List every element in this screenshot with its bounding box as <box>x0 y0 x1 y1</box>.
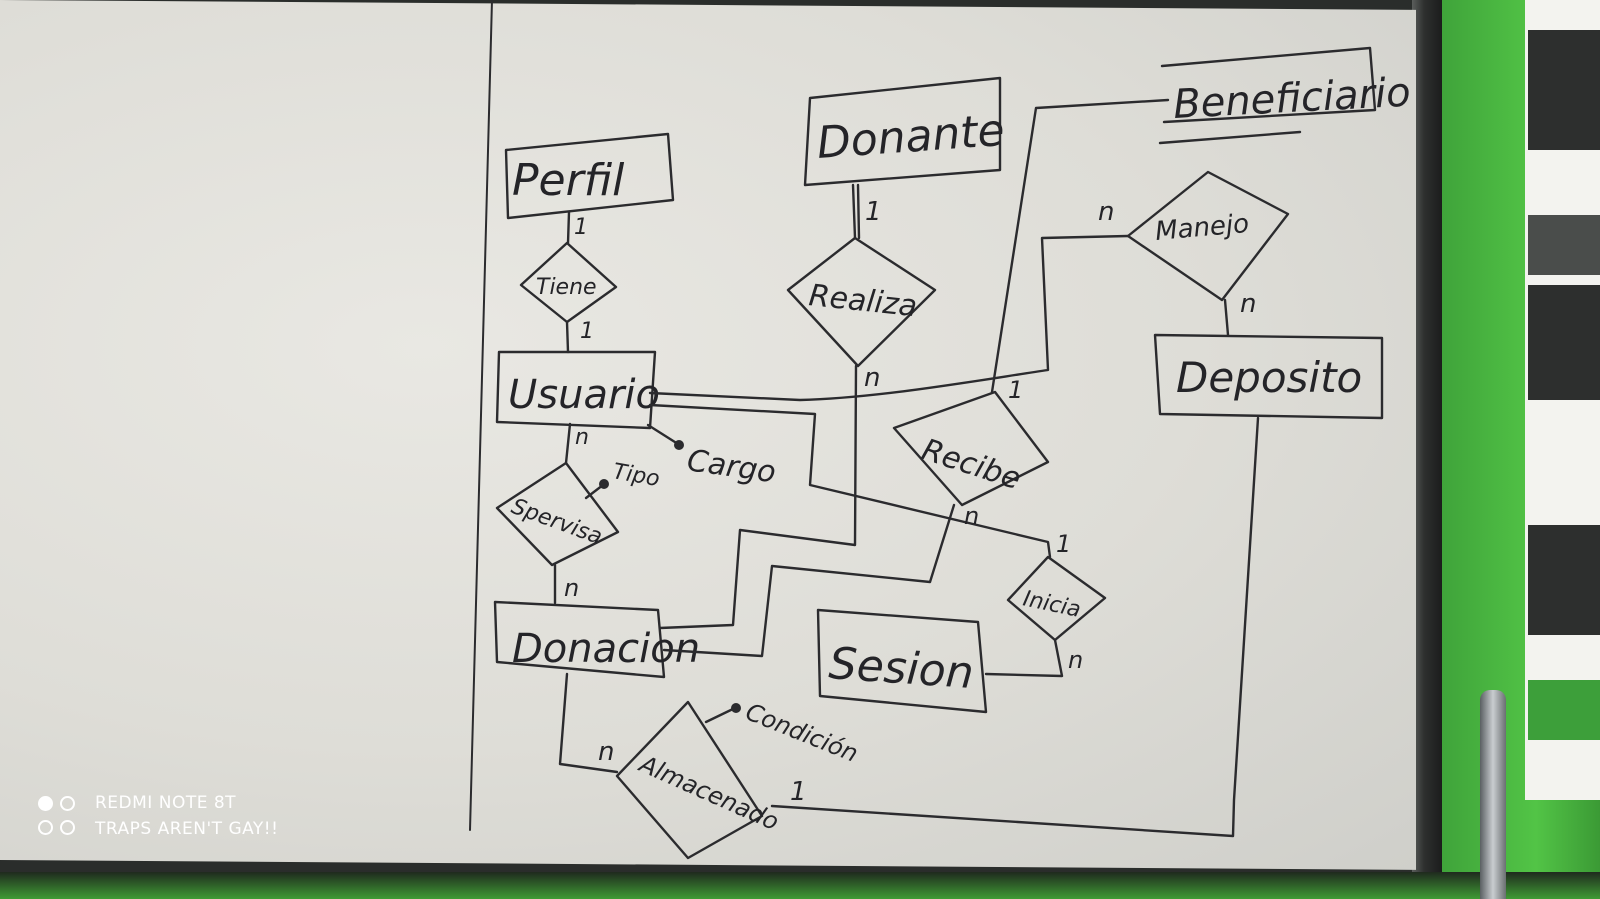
cardinality-tiene-usuario: 1 <box>580 319 594 344</box>
entity-sesion: Sesion <box>816 608 988 714</box>
line-usuario-inicia <box>648 403 1052 559</box>
entity-deposito-label: Deposito <box>1176 353 1362 402</box>
line-recibe-donacion <box>662 503 956 658</box>
whiteboard-frame <box>1412 0 1442 899</box>
line-manejo-deposito <box>1223 298 1230 337</box>
cardinality-perfil-tiene: 1 <box>574 215 588 240</box>
line-usuario-manejo <box>648 234 1130 402</box>
attribute-dot-condicion <box>731 703 741 713</box>
attribute-tipo-label: Tipo <box>611 459 662 492</box>
wall-poster <box>1525 0 1600 800</box>
line-realiza-donacion <box>658 364 858 630</box>
board-divider-line <box>469 0 493 831</box>
watermark-text: REDMI NOTE 8T TRAPS AREN'T GAY!! <box>95 790 278 842</box>
line-donante-realiza <box>851 183 861 240</box>
cardinality-realiza-n: n <box>864 363 880 393</box>
entity-usuario: Usuario <box>495 350 660 430</box>
attribute-cargo-label: Cargo <box>685 443 778 490</box>
cardinality-almacenado-n: n <box>598 737 614 767</box>
entity-donante-label: Donante <box>815 105 1006 169</box>
line-usuario-cargo <box>646 423 680 446</box>
watermark-device: REDMI NOTE 8T <box>95 793 237 813</box>
relationship-realiza: Realiza <box>786 236 937 368</box>
cardinality-inicia-1: 1 <box>1056 530 1071 558</box>
relationship-realiza-label: Realiza <box>807 278 919 324</box>
relationship-almacenado-label: Almacenado <box>634 749 783 836</box>
connector-lines <box>553 98 1260 838</box>
cardinality-inicia-n: n <box>1068 646 1083 674</box>
entity-deposito: Deposito <box>1153 333 1384 420</box>
line-almacenado-condicion <box>704 706 737 724</box>
line-beneficiario-recibe <box>990 98 1170 394</box>
line-perfil-tiene <box>566 210 571 245</box>
poster-image-floppy <box>1528 285 1600 400</box>
entity-usuario-label: Usuario <box>508 372 660 418</box>
poster-image-tape <box>1528 30 1600 150</box>
line-tiene-usuario <box>565 320 570 354</box>
poster-image-cards <box>1528 215 1600 275</box>
entity-donante: Donante <box>803 76 1006 187</box>
cardinality-recibe-n: n <box>964 502 979 530</box>
floor-edge <box>0 872 1600 899</box>
line-inicia-sesion <box>984 638 1064 678</box>
cardinality-almacenado-1: 1 <box>790 777 807 807</box>
line-almacenado-deposito <box>770 416 1260 838</box>
attribute-dot-cargo <box>674 440 684 450</box>
cardinality-donante-realiza: 1 <box>865 197 882 227</box>
entity-perfil: Perfil <box>504 132 675 220</box>
poster-image-disc <box>1528 525 1600 635</box>
entity-beneficiario-label: Beneficiario <box>1172 70 1412 128</box>
attribute-condicion-label: Condición <box>742 698 862 768</box>
relationship-recibe-label: Recibe <box>918 432 1025 497</box>
cardinality-recibe-1: 1 <box>1008 376 1023 404</box>
relationship-tiene: Tiene <box>519 241 618 324</box>
entity-sesion-label: Sesion <box>827 638 975 699</box>
line-donacion-almacenado <box>558 672 619 774</box>
relationship-supervisa: Spervisa <box>495 461 620 567</box>
metal-pole <box>1480 690 1506 899</box>
relationship-supervisa-label: Spervisa <box>508 494 605 550</box>
entity-beneficiario: Beneficiario <box>1158 46 1412 145</box>
relationship-tiene-label: Tiene <box>536 275 597 300</box>
relationship-inicia: Inicia <box>1006 555 1107 642</box>
relationship-manejo: Manejo <box>1126 170 1290 302</box>
entity-donacion: Donacion <box>493 600 700 679</box>
relationship-manejo-label: Manejo <box>1154 209 1250 247</box>
entity-donacion-label: Donacion <box>512 626 700 672</box>
cardinality-manejo-n-left: n <box>1098 197 1114 227</box>
cardinality-manejo-n-right: n <box>1240 289 1256 319</box>
poster-image-folder <box>1528 680 1600 740</box>
relationship-recibe: Recibe <box>892 390 1050 507</box>
cardinality-usuario-supervisa: n <box>575 425 589 450</box>
entity-perfil-label: Perfil <box>512 155 625 206</box>
cardinality-supervisa-donacion: n <box>564 574 579 602</box>
line-usuario-supervisa <box>564 422 572 465</box>
attribute-dot-tipo <box>599 479 609 489</box>
camera-logo-icon <box>38 792 80 840</box>
watermark-caption: TRAPS AREN'T GAY!! <box>95 819 279 839</box>
